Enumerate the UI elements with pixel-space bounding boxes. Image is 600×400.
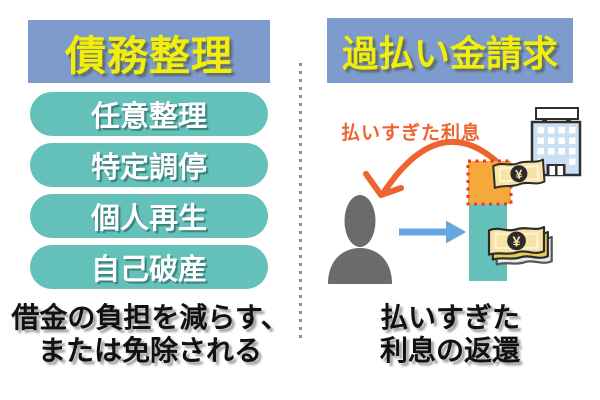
left-panel-title: 債務整理: [28, 20, 270, 83]
yen-symbol: ¥: [513, 234, 521, 250]
right-panel-title: 過払い金請求: [327, 18, 573, 83]
section-divider: [299, 63, 302, 342]
panel-kabarai-kin: 過払い金請求: [300, 0, 600, 400]
person-silhouette-icon: [328, 195, 392, 284]
left-caption-line-2: または免除される: [37, 335, 262, 366]
right-panel-caption: 払いすぎた 利息の返還: [300, 301, 600, 367]
pill-tokutei-chotei: 特定調停: [30, 143, 268, 187]
right-caption-line-2: 利息の返還: [379, 335, 520, 366]
blue-right-arrow-icon: [399, 220, 466, 244]
yen-banknote-stack-icon: ¥: [487, 226, 553, 266]
orange-curved-arrow-icon: [363, 138, 499, 198]
pill-nini-seiri: 任意整理: [30, 92, 268, 136]
panel-saimu-seiri: 債務整理 任意整理 特定調停 個人再生 自己破産 借金の負担を減らす、 または免…: [0, 20, 300, 367]
pill-jiko-hasan: 自己破産: [30, 245, 268, 289]
yen-banknote-icon: ¥: [492, 158, 546, 189]
refund-illustration: ¥ ¥: [328, 107, 582, 284]
right-caption-line-1: 払いすぎた: [379, 302, 520, 333]
pill-kojin-saisei: 個人再生: [30, 194, 268, 238]
left-panel-caption: 借金の負担を減らす、 または免除される: [0, 301, 300, 367]
yen-symbol: ¥: [515, 166, 524, 182]
overpaid-interest-label: 払いすぎた利息: [341, 123, 482, 144]
left-caption-line-1: 借金の負担を減らす、: [11, 302, 289, 333]
